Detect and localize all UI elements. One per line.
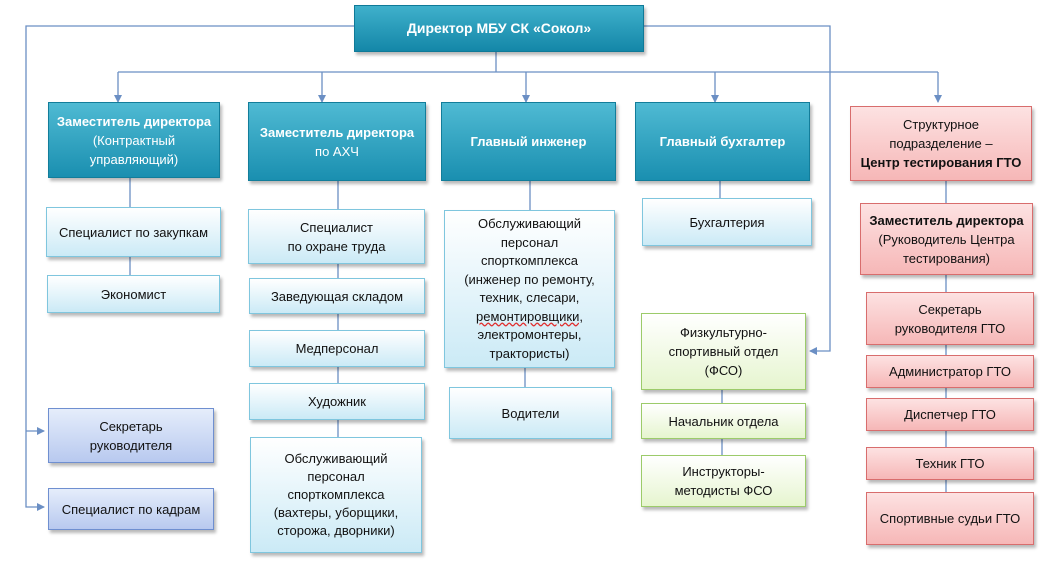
chief-engineer-box: Главный инженер [441,102,616,181]
dept-head-box: Начальник отдела [641,403,806,439]
fso-box: Физкультурно- спортивный отдел (ФСО) [641,313,806,390]
fso-line1: Физкультурно- [680,325,767,340]
labor-safety-box: Специалист по охране труда [248,209,425,264]
service-staff-eng-box: Обслуживающий персонал спорткомплекса (и… [444,210,615,368]
service-staff-eng-line1: Обслуживающий [477,216,582,231]
drivers-box: Водители [449,387,612,439]
chief-engineer-title: Главный инженер [470,134,587,149]
artist-label: Художник [308,394,366,409]
gto-admin-box: Администратор ГТО [866,355,1034,388]
secretary-line2: руководителя [89,437,173,453]
medical-label: Медперсонал [295,341,379,356]
economist-box: Экономист [47,275,220,313]
deputy-ahch-box: Заместитель директора по АХЧ [248,102,426,181]
gto-unit-line2: Центр тестирования ГТО [860,155,1022,170]
drivers-label: Водители [501,405,560,421]
service-staff-eng-line5: техник, слесари, [479,290,580,305]
service-staff-eng-line6: ремонтировщики, [476,308,583,324]
instructors-line2: методисты ФСО [674,483,773,498]
arrow-to-hr [25,25,354,511]
gto-tech-box: Техник ГТО [866,447,1034,480]
gto-unit-box: Структурное подразделение – Центр тестир… [850,106,1032,181]
dept-head-label: Начальник отдела [668,413,779,429]
accounting-label: Бухгалтерия [689,214,765,230]
fso-line3: (ФСО) [704,363,743,378]
arrow-to-fso [644,25,831,355]
service-staff-ahch-line5: сторожа, дворники) [277,523,395,538]
service-staff-eng-line3: спорткомплекса [480,253,579,268]
fso-line2: спортивный отдел [668,344,779,359]
procurement-box: Специалист по закупкам [46,207,221,257]
deputy-ahch-subtitle: по АХЧ [315,143,359,159]
medical-box: Медперсонал [249,330,425,367]
service-staff-eng-line2: персонал [500,234,559,250]
deputy-gto-title: Заместитель директора [869,212,1024,228]
warehouse-box: Заведующая складом [249,278,425,314]
gto-secretary-line2: руководителя ГТО [894,320,1006,336]
deputy-ahch-title: Заместитель директора [259,124,415,140]
secretary-line1: Секретарь [99,418,163,434]
deputy-contract-box: Заместитель директора (Контрактный управ… [48,102,220,178]
gto-judges-label: Спортивные судьи ГТО [879,511,1021,526]
service-staff-ahch-line2: персонал [307,469,365,484]
gto-dispatcher-box: Диспетчер ГТО [866,398,1034,431]
gto-dispatcher-label: Диспетчер ГТО [904,407,996,422]
instructors-box: Инструкторы- методисты ФСО [641,455,806,507]
deputy-contract-subtitle: (Контрактный управляющий) [89,132,179,167]
hr-box: Специалист по кадрам [48,488,214,530]
economist-label: Экономист [100,286,167,302]
gto-admin-label: Администратор ГТО [889,364,1011,379]
gto-tech-label: Техник ГТО [915,456,985,471]
gto-unit-line1: Структурное подразделение – [889,117,993,151]
gto-judges-box: Спортивные судьи ГТО [866,492,1034,545]
service-staff-ahch-line4: (вахтеры, уборщики, [273,505,399,520]
service-staff-ahch-box: Обслуживающий персонал спорткомплекса (в… [250,437,422,553]
hr-label: Специалист по кадрам [61,501,201,517]
gto-secretary-line1: Секретарь [918,301,982,317]
service-staff-eng-line4: (инженер по ремонту, [464,271,595,287]
service-staff-eng-line8: трактористы) [489,345,570,361]
service-staff-ahch-line1: Обслуживающий [284,451,388,466]
chief-accountant-box: Главный бухгалтер [635,102,810,181]
service-staff-eng-line7: электромонтеры, [477,327,582,342]
service-staff-ahch-line3: спорткомплекса [287,487,385,502]
labor-safety-line1: Специалист [300,219,373,235]
deputy-gto-box: Заместитель директора (Руководитель Цент… [860,203,1033,275]
secretary-box: Секретарь руководителя [48,408,214,463]
accounting-box: Бухгалтерия [642,198,812,246]
gto-secretary-box: Секретарь руководителя ГТО [866,292,1034,345]
labor-safety-line2: по охране труда [287,238,386,254]
artist-box: Художник [249,383,425,420]
deputy-gto-subtitle: (Руководитель Центра тестирования) [878,231,1015,266]
director-box: Директор МБУ СК «Сокол» [354,5,644,52]
instructors-line1: Инструкторы- [682,464,765,479]
chief-accountant-title: Главный бухгалтер [659,134,786,149]
warehouse-label: Заведующая складом [270,288,404,304]
director-title: Директор МБУ СК «Сокол» [406,20,592,36]
procurement-label: Специалист по закупкам [58,224,209,240]
deputy-contract-title: Заместитель директора [56,113,212,129]
